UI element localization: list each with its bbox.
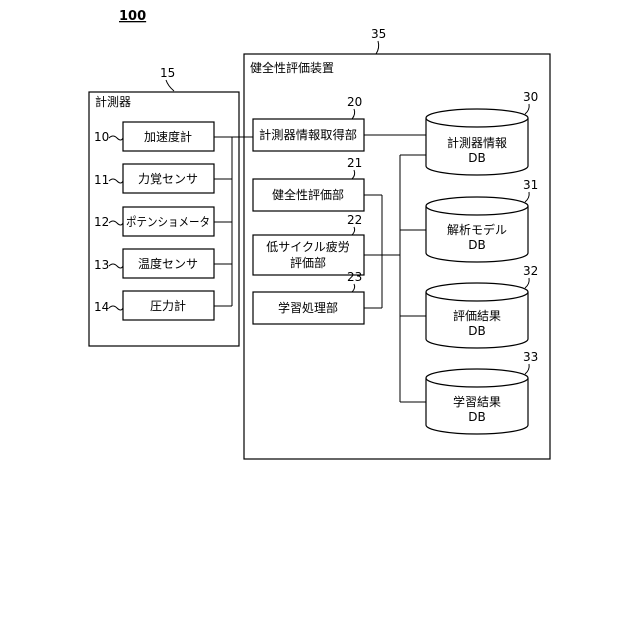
device-ref-10: 10 — [94, 130, 109, 144]
device-label-temperature-sensor: 温度センサ — [138, 256, 198, 271]
database-ref-leader-33 — [525, 364, 529, 374]
measuring-group-title: 計測器 — [95, 94, 131, 109]
device-ref-14: 14 — [94, 300, 109, 314]
database-label-evaluation-result: 評価結果 — [453, 308, 501, 323]
unit-ref-leader-20 — [352, 109, 355, 119]
database-label-evaluation-result-db: DB — [468, 324, 485, 338]
device-label-pressure-gauge: 圧力計 — [150, 298, 186, 313]
unit-ref-23: 23 — [347, 270, 362, 284]
device-ref-leader-11 — [109, 179, 123, 183]
database-ref-leader-31 — [525, 192, 529, 202]
device-label-potentiometer: ポテンショメータ — [126, 215, 210, 229]
unit-ref-22: 22 — [347, 213, 362, 227]
unit-label-low-cycle-fatigue-line1: 低サイクル疲労 — [266, 239, 349, 254]
unit-ref-21: 21 — [347, 156, 362, 170]
unit-label-measuring-info-acquisition: 計測器情報取得部 — [259, 127, 357, 142]
database-ref-31: 31 — [523, 178, 538, 192]
device-ref-leader-10 — [109, 136, 123, 140]
measuring-group-ref-leader — [166, 80, 174, 91]
database-label-analysis-model: 解析モデル — [447, 222, 507, 237]
database-bus-connector — [400, 155, 426, 402]
measuring-group-ref: 15 — [160, 66, 175, 80]
device-bus-connector — [214, 137, 253, 306]
database-ref-33: 33 — [523, 350, 538, 364]
unit-label-health-evaluation: 健全性評価部 — [272, 187, 344, 202]
database-label-measuring-info: 計測器情報 — [447, 135, 507, 150]
unit-ref-20: 20 — [347, 95, 362, 109]
unit-bus-connector — [364, 135, 426, 308]
device-ref-11: 11 — [94, 173, 109, 187]
database-label-learning-result-db: DB — [468, 410, 485, 424]
database-ref-32: 32 — [523, 264, 538, 278]
device-ref-12: 12 — [94, 215, 109, 229]
device-ref-leader-12 — [109, 221, 123, 225]
database-label-learning-result: 学習結果 — [453, 394, 501, 409]
device-label-force-sensor: 力覚センサ — [138, 172, 198, 186]
unit-ref-leader-21 — [352, 170, 355, 179]
device-ref-13: 13 — [94, 258, 109, 272]
device-ref-leader-13 — [109, 264, 123, 268]
database-ref-leader-32 — [525, 278, 529, 288]
unit-label-low-cycle-fatigue-line2: 評価部 — [290, 255, 326, 270]
device-ref-leader-14 — [109, 306, 123, 310]
database-ref-30: 30 — [523, 90, 538, 104]
evaluation-device-title: 健全性評価装置 — [250, 60, 334, 75]
database-label-analysis-model-db: DB — [468, 238, 485, 252]
device-label-accelerometer: 加速度計 — [144, 129, 192, 144]
figure-ref: 100 — [119, 9, 146, 24]
evaluation-device-ref: 35 — [371, 27, 386, 41]
unit-ref-leader-22 — [352, 227, 355, 235]
evaluation-device-ref-leader — [376, 41, 379, 54]
unit-ref-leader-23 — [352, 284, 355, 292]
unit-label-learning-processing: 学習処理部 — [278, 300, 338, 315]
database-label-measuring-info-db: DB — [468, 151, 485, 165]
database-ref-leader-30 — [525, 104, 529, 114]
